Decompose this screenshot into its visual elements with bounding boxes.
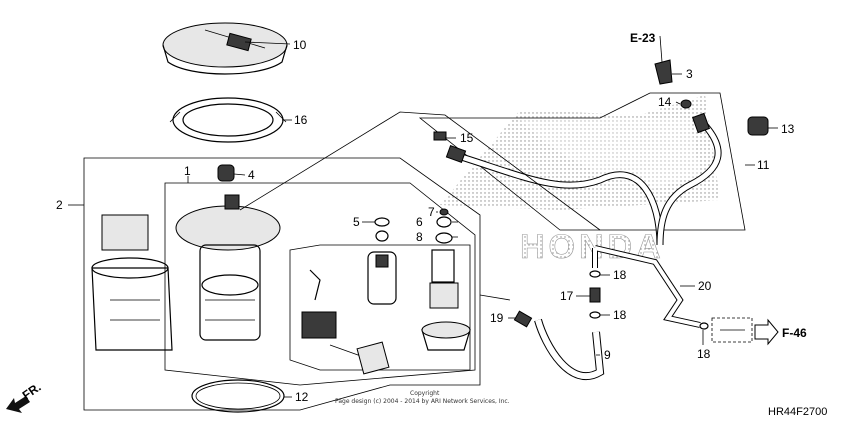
callout-4: 4: [248, 168, 255, 182]
copyright-line-2: Page design (c) 2004 - 2014 by ARI Netwo…: [335, 398, 510, 405]
sub-assembly-frame: [289, 244, 471, 371]
outer-assembly-frame: [83, 157, 481, 411]
f46-arrow: [754, 318, 779, 346]
ref-e23: E-23: [630, 31, 656, 45]
honda-wing-watermark: HONDA: [440, 95, 720, 266]
part-14-clip: [680, 99, 692, 109]
callout-2: 2: [56, 198, 63, 212]
callout-20: 20: [698, 279, 712, 293]
part-10-cover: [162, 22, 288, 75]
sender-unit: [301, 269, 390, 375]
diagram-code: HR44F2700: [768, 406, 827, 418]
callout-8: 8: [416, 230, 423, 244]
part-15-clamp: [433, 131, 447, 141]
honda-watermark-text: HONDA: [520, 228, 665, 266]
parts-17-19-fittings: [513, 270, 745, 331]
part-16-lock-ring: [169, 97, 287, 143]
pump-motor: [367, 249, 471, 351]
part-2-reservoir: [91, 214, 173, 351]
part-9-drain-tube: [534, 318, 605, 381]
pump-module-frame: [164, 182, 476, 386]
part-12-o-ring: [191, 379, 285, 413]
front-direction-arrow: [6, 396, 30, 413]
part-11-fuel-feed-hose: [445, 112, 722, 246]
part-1-fuel-pump-assembly: [175, 194, 281, 341]
part-3-clip: [654, 59, 673, 85]
callout-16: 16: [294, 113, 308, 127]
callout-14: 14: [658, 95, 672, 109]
callout-12: 12: [295, 390, 309, 404]
callout-18-top: 18: [613, 268, 627, 282]
callout-6: 6: [416, 215, 423, 229]
callout-19: 19: [490, 311, 504, 325]
ref-f46: F-46: [782, 326, 807, 340]
callout-7: 7: [428, 205, 435, 219]
f46-connector-box: [711, 317, 753, 343]
callout-13: 13: [781, 122, 795, 136]
callout-5: 5: [353, 215, 360, 229]
copyright-line-1: Copyright: [410, 390, 440, 397]
parts-5-8-seals: [374, 208, 453, 244]
callout-10: 10: [293, 38, 307, 52]
part-20-breather-tube: [592, 245, 701, 328]
callout-3: 3: [686, 67, 693, 81]
callout-17: 17: [560, 289, 574, 303]
part-4-grommet: [217, 164, 235, 182]
fuel-line-frame: [418, 92, 746, 231]
callout-18-bottom: 18: [697, 347, 711, 361]
callout-15: 15: [460, 131, 474, 145]
callout-11: 11: [757, 158, 770, 172]
callout-1: 1: [184, 164, 191, 178]
callout-9: 9: [604, 348, 611, 362]
leader-lines: [68, 35, 778, 398]
callout-18-mid: 18: [613, 308, 627, 322]
part-13-grommet: [747, 116, 769, 136]
